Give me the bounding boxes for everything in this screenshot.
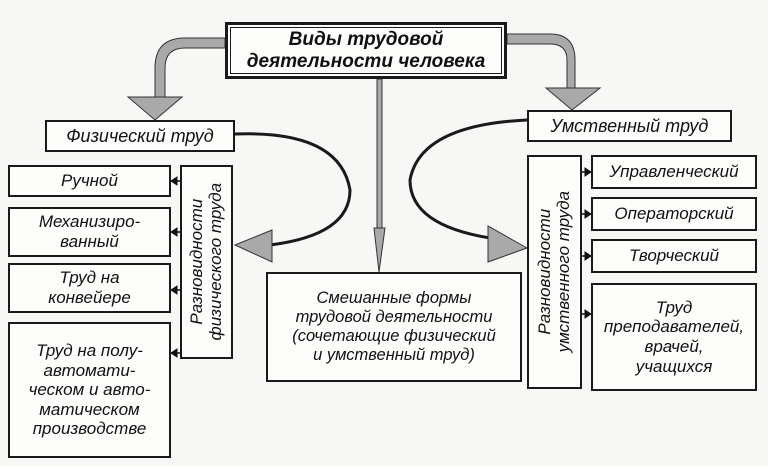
physical-varieties-node: Разновидности физического труда <box>180 165 233 359</box>
mental-labor-node: Умственный труд <box>527 110 732 142</box>
mental-labor-title: Умственный труд <box>550 115 709 136</box>
item-text: Управленческий <box>609 162 739 182</box>
item-text: учащихся <box>635 356 713 376</box>
arrowhead-mental <box>544 87 602 111</box>
item-text: Операторский <box>614 204 734 224</box>
arrow-root-to-mental <box>506 33 576 91</box>
item-text: Труд <box>655 297 693 317</box>
mixed-line: Смешанные формы <box>316 289 472 308</box>
physical-item-manual: Ручной <box>8 165 171 197</box>
physical-item-mechanized: Механизиро- ванный <box>8 207 171 257</box>
mental-varieties-line: Разновидности <box>534 209 554 335</box>
arrow-root-to-physical <box>154 37 226 98</box>
mixed-forms-node: Смешанные формы трудовой деятельности (с… <box>266 272 522 382</box>
root-line: Виды трудовой <box>288 28 444 50</box>
mental-item-operator: Операторский <box>591 197 757 231</box>
item-text: врачей, <box>644 337 704 356</box>
item-text: конвейере <box>48 288 131 307</box>
arrowhead-physical-varieties <box>233 229 273 263</box>
physical-labor-title: Физический труд <box>66 125 214 146</box>
loop-mental <box>408 118 528 240</box>
item-text: Творческий <box>629 246 719 266</box>
root-line: деятельности человека <box>246 50 486 72</box>
item-text: Труд на <box>59 268 120 288</box>
arrowhead-mental-varieties <box>487 225 529 263</box>
root-node: Виды трудовой деятельности человека <box>225 22 507 79</box>
mental-item-creative: Творческий <box>591 239 757 273</box>
physical-labor-node: Физический труд <box>45 120 235 152</box>
mental-item-connectors <box>582 167 592 319</box>
mixed-line: и умственный труд) <box>313 345 475 364</box>
item-text: ванный <box>60 232 119 251</box>
physical-varieties-line: Разновидности <box>186 199 206 325</box>
mental-item-managerial: Управленческий <box>591 155 757 189</box>
item-text: матическом <box>39 399 140 419</box>
physical-item-connectors <box>170 176 180 358</box>
item-text: преподавателей, <box>603 317 745 337</box>
mixed-line: трудовой деятельности <box>295 308 493 327</box>
mental-varieties-node: Разновидности умственного труда <box>527 155 582 389</box>
mental-item-teachers-doctors-students: Труд преподавателей, врачей, учащихся <box>591 283 757 391</box>
item-text: ческом и авто- <box>28 380 151 400</box>
item-text: производстве <box>32 419 147 439</box>
physical-item-conveyor: Труд на конвейере <box>8 263 171 313</box>
item-text: Труд на полу- <box>36 341 143 361</box>
arrowhead-mixed <box>373 227 386 273</box>
mixed-line: (сочетающие физический <box>292 327 496 345</box>
loop-physical <box>234 132 352 247</box>
item-text: автомати- <box>43 360 136 380</box>
item-text: Ручной <box>61 171 118 191</box>
mental-varieties-line: умственного труда <box>553 191 573 353</box>
arrow-root-to-mixed <box>376 78 383 250</box>
arrowhead-physical <box>126 96 184 121</box>
physical-item-automated: Труд на полу- автомати- ческом и авто- м… <box>8 322 171 458</box>
item-text: Механизиро- <box>38 212 141 232</box>
physical-varieties-line: физического труда <box>205 183 225 341</box>
